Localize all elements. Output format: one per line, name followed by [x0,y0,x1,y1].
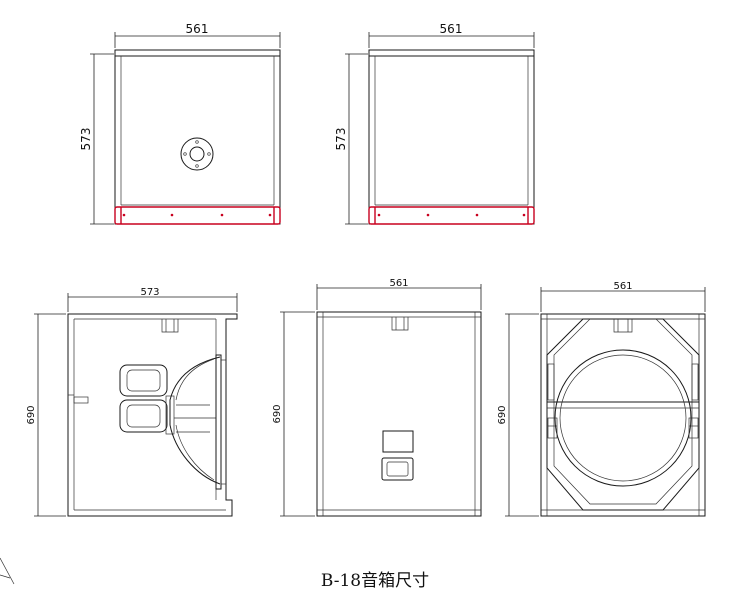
top-section-width-label: 561 [613,281,632,292]
side-view: 561 690 [272,278,482,517]
top-section-view: 561 690 [497,281,706,517]
front-width-label: 561 [186,22,209,36]
side-section-view: 573 690 [26,287,238,517]
back-view: 561 573 [334,22,535,225]
back-height-label: 573 [334,128,348,151]
top-section-height-label: 690 [497,405,508,424]
side-section-width-label: 573 [140,287,159,298]
front-height-label: 573 [79,128,93,151]
side-width-label: 561 [389,278,408,289]
back-width-label: 561 [440,22,463,36]
side-height-label: 690 [272,404,283,423]
side-section-height-label: 690 [26,405,37,424]
drawing-caption: B-18音箱尺寸 [320,571,430,591]
front-view: 561 573 [79,22,281,225]
corner-mark [0,557,15,585]
